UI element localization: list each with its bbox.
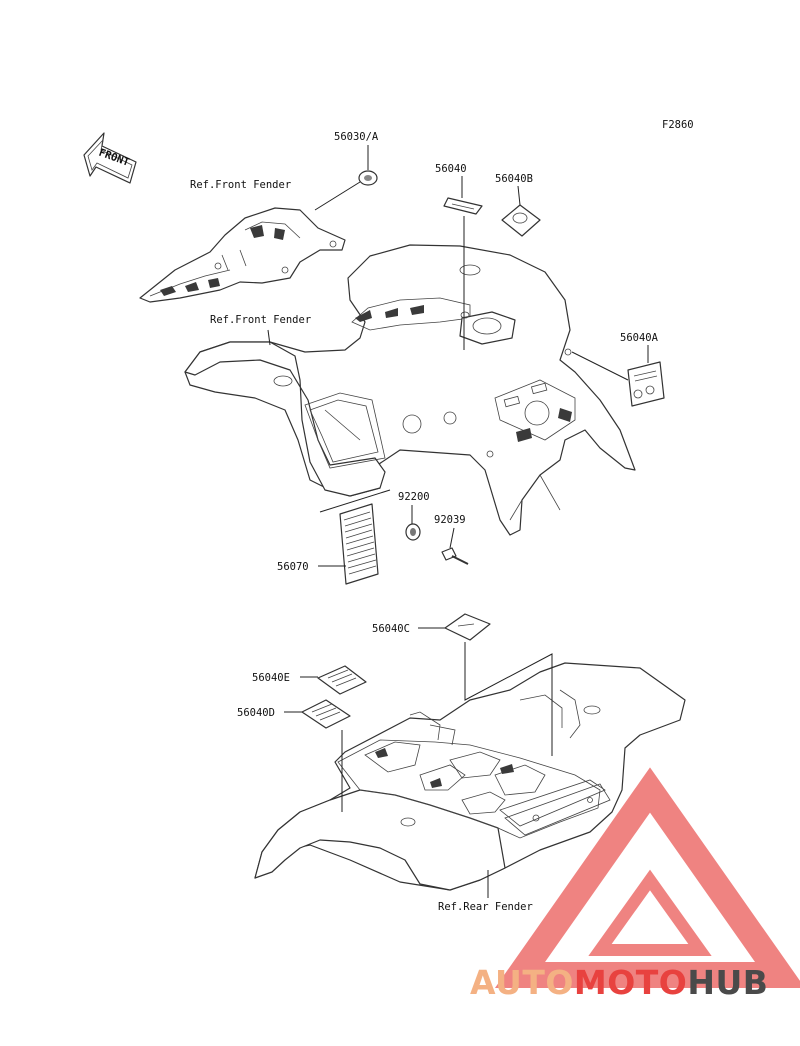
part-56030A-washer	[314, 145, 378, 211]
part-number-56040B: 56040B	[495, 173, 533, 185]
ref-front-fender-top: Ref.Front Fender	[190, 179, 291, 191]
part-number-56040E: 56040E	[252, 672, 290, 684]
front-direction-arrow-icon: FRONT	[83, 132, 137, 184]
part-92039-bolt	[441, 527, 469, 565]
part-56040E-label	[300, 665, 367, 695]
part-number-56070: 56070	[277, 561, 309, 573]
part-56040A-label	[571, 345, 665, 407]
part-number-56040C: 56040C	[372, 623, 410, 635]
part-92200-grommet	[405, 505, 421, 541]
part-number-56040A: 56040A	[620, 332, 659, 344]
front-fender-body	[184, 244, 636, 536]
svg-text:AUTOMOTOHUB: AUTOMOTOHUB	[470, 963, 768, 1002]
ref-rear-fender: Ref.Rear Fender	[438, 901, 533, 913]
figure-code: F2860	[662, 119, 694, 131]
part-number-92200: 92200	[398, 491, 430, 503]
part-number-56030A: 56030/A	[334, 131, 379, 143]
watermark-part-moto: MOTO	[574, 963, 687, 1002]
part-56040C-label	[418, 613, 553, 756]
watermark-logo-text: AUTOMOTOHUB	[470, 963, 768, 1002]
part-56070-label	[318, 489, 391, 585]
front-fender-bracket	[139, 207, 346, 303]
part-number-56040: 56040	[435, 163, 467, 175]
part-number-56040D: 56040D	[237, 707, 275, 719]
part-56040B-label	[501, 185, 541, 237]
watermark-part-auto: AUTO	[470, 963, 574, 1002]
watermark-part-hub: HUB	[687, 963, 768, 1002]
rear-fender-body	[254, 662, 686, 891]
watermark-logo-triangle	[494, 767, 800, 988]
ref-front-fender-body: Ref.Front Fender	[210, 314, 311, 326]
part-number-92039: 92039	[434, 514, 466, 526]
part-56040-label	[443, 176, 483, 350]
part-56040D-label	[284, 699, 351, 812]
